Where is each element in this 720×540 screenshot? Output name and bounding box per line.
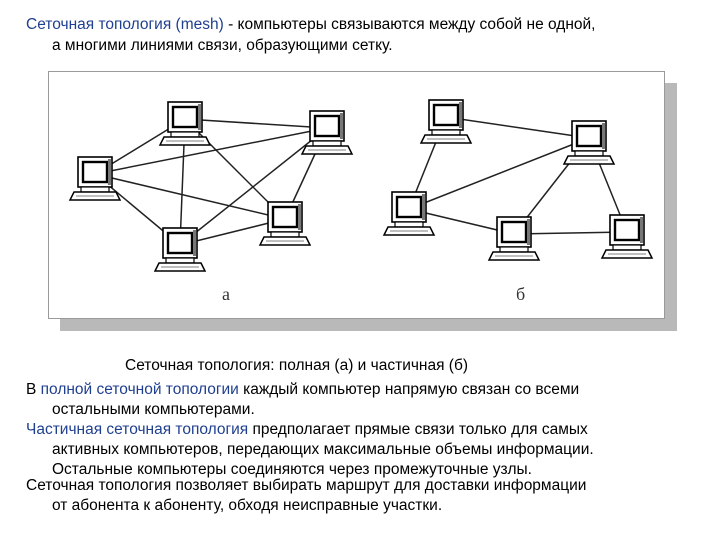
para1-line2: остальными компьютерами. bbox=[52, 401, 255, 418]
computer-icon bbox=[68, 155, 122, 202]
topology-diagram: а б bbox=[68, 98, 654, 304]
para2-term: Частичная сеточная топология bbox=[26, 421, 249, 438]
intro-line1-rest: - компьютеры связываются между собой не … bbox=[223, 16, 596, 33]
computer-icon bbox=[419, 98, 473, 145]
computer-icon bbox=[562, 119, 616, 166]
computers-a bbox=[68, 100, 354, 273]
computer-icon bbox=[487, 215, 541, 262]
intro-text: Сеточная топология (mesh) - компьютеры с… bbox=[26, 14, 696, 56]
topology-figure: а б bbox=[48, 71, 665, 319]
para3-line1: Сеточная топология позволяет выбирать ма… bbox=[26, 477, 587, 494]
paragraph-full-mesh: В полной сеточной топологии каждый компь… bbox=[26, 380, 696, 420]
paragraph-routing: Сеточная топология позволяет выбирать ма… bbox=[26, 476, 696, 516]
computers-b bbox=[382, 98, 654, 262]
figure-caption: Сеточная топология: полная (а) и частичн… bbox=[125, 357, 469, 374]
label-a: а bbox=[222, 284, 230, 304]
para2-rest: предполагает прямые связи только для сам… bbox=[248, 421, 588, 438]
intro-term: Сеточная топология (mesh) bbox=[26, 16, 224, 33]
para1-start: В bbox=[26, 381, 41, 398]
computer-icon bbox=[158, 100, 212, 147]
para2-line3: Остальные компьютеры соединяются через п… bbox=[52, 461, 532, 478]
computer-icon bbox=[153, 226, 207, 273]
para3-line2: от абонента к абоненту, обходя неисправн… bbox=[52, 497, 443, 514]
label-b: б bbox=[516, 284, 525, 304]
intro-line2: а многими линиями связи, образующими сет… bbox=[52, 37, 393, 54]
para1-term: полной сеточной топологии bbox=[40, 381, 239, 398]
para1-rest: каждый компьютер напрямую связан со всем… bbox=[238, 381, 580, 398]
computer-icon bbox=[258, 200, 312, 247]
computer-icon bbox=[382, 190, 436, 237]
computer-icon bbox=[600, 213, 654, 260]
computer-icon bbox=[300, 109, 354, 156]
para2-line2: активных компьютеров, передающих максима… bbox=[52, 441, 594, 458]
paragraph-partial-mesh: Частичная сеточная топология предполагае… bbox=[26, 420, 696, 480]
